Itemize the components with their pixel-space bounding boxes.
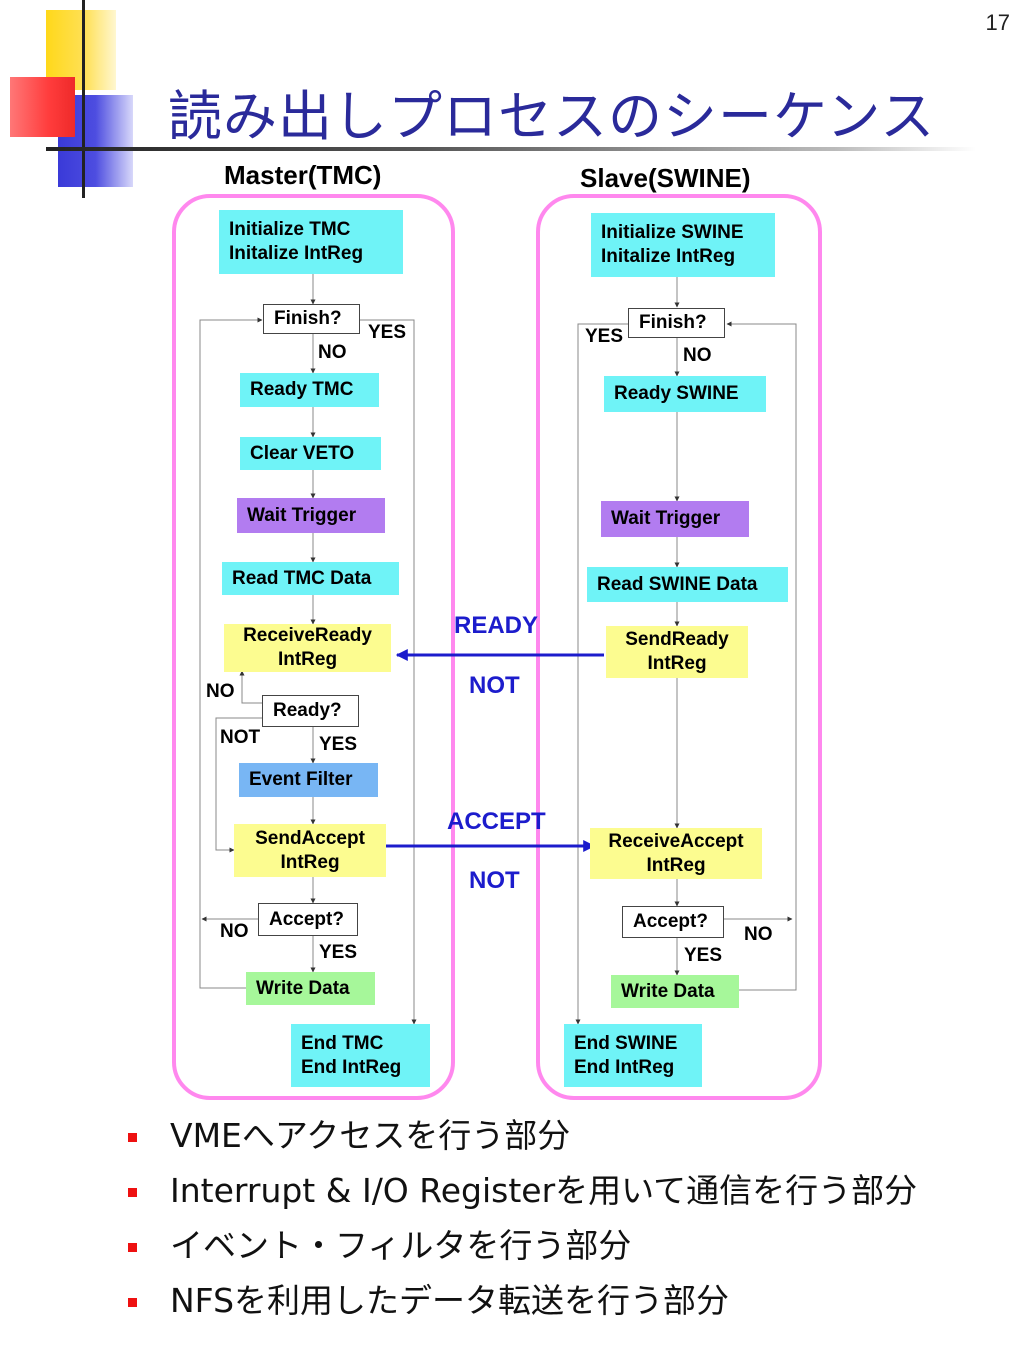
- slave-wait-trigger-box: Wait Trigger: [601, 501, 749, 537]
- ready-signal-label: READY: [454, 612, 539, 639]
- bullet-text: Interrupt & I/O Registerを用いて通信を行う部分: [170, 1171, 918, 1210]
- master-wait-trigger-box: Wait Trigger: [237, 498, 385, 533]
- master-ready-decision: Ready?: [262, 695, 359, 727]
- slave-finish-no-label: NO: [683, 345, 712, 366]
- slave-end-box: End SWINE End IntReg: [564, 1024, 702, 1087]
- bullet-text: NFSを利用したデータ転送を行う部分: [170, 1281, 730, 1320]
- accept-not-signal-label: NOT: [469, 867, 520, 894]
- page-number: 17: [985, 10, 1010, 35]
- master-read-data-box: Read TMC Data: [222, 562, 399, 595]
- master-ready-yes-label: YES: [319, 734, 358, 755]
- master-event-filter-box: Event Filter: [239, 763, 378, 797]
- slave-end-line-2: End IntReg: [574, 1056, 675, 1078]
- master-clear-veto-box: Clear VETO: [240, 437, 381, 470]
- slave-init-line-1: Initialize SWINE: [601, 222, 744, 243]
- slide-title: 読み出しプロセスのシーケンス: [168, 85, 936, 148]
- master-accept-decision: Accept?: [258, 903, 358, 936]
- master-accept-no-label: NO: [220, 921, 249, 942]
- slave-receive-accept-box: ReceiveAccept IntReg: [590, 828, 762, 879]
- slave-accept-decision: Accept?: [622, 906, 724, 938]
- master-receive-ready-box: ReceiveReady IntReg: [224, 624, 391, 672]
- slave-read-data-box: Read SWINE Data: [587, 567, 788, 602]
- slave-finish-decision: Finish?: [628, 308, 725, 338]
- bullet-marker: [128, 1133, 137, 1142]
- master-ready-not-label: NOT: [220, 727, 261, 748]
- master-ready-no-label: NO: [206, 681, 235, 702]
- decoration-red-square: [10, 77, 75, 137]
- slave-receive-accept-line-1: ReceiveAccept: [608, 830, 744, 852]
- master-ready-tmc-box: Ready TMC: [240, 373, 379, 407]
- slave-end-line-1: End SWINE: [574, 1032, 678, 1054]
- slave-column-header: Slave(SWINE): [580, 163, 751, 193]
- bullet-marker: [128, 1243, 137, 1252]
- bullet-item: イベント・フィルタを行う部分: [128, 1222, 917, 1277]
- master-init-line-2: Initalize IntReg: [229, 243, 364, 264]
- bullet-marker: [128, 1188, 137, 1197]
- master-receive-ready-line-2: IntReg: [277, 649, 338, 670]
- master-send-accept-box: SendAccept IntReg: [234, 824, 386, 877]
- bullet-marker: [128, 1298, 137, 1307]
- slave-frame: [536, 194, 822, 1100]
- slave-write-data-box: Write Data: [611, 975, 739, 1008]
- master-init-line-1: Initialize TMC: [229, 219, 351, 240]
- bullet-list: VMEへアクセスを行う部分 Interrupt & I/O Registerを用…: [128, 1112, 917, 1332]
- ready-not-signal-label: NOT: [469, 672, 520, 699]
- master-column-header: Master(TMC): [224, 160, 382, 190]
- master-finish-decision: Finish?: [263, 304, 360, 334]
- master-finish-no-label: NO: [318, 342, 347, 363]
- master-send-accept-line-1: SendAccept: [255, 827, 365, 849]
- master-end-box: End TMC End IntReg: [291, 1024, 430, 1087]
- accept-signal-label: ACCEPT: [447, 808, 546, 835]
- bullet-item: NFSを利用したデータ転送を行う部分: [128, 1277, 917, 1332]
- slave-send-ready-line-2: IntReg: [647, 653, 707, 674]
- slave-init-line-2: Initalize IntReg: [601, 246, 736, 267]
- master-finish-yes-label: YES: [368, 322, 407, 343]
- slave-init-box: Initialize SWINE Initalize IntReg: [591, 213, 775, 277]
- master-accept-yes-label: YES: [319, 942, 358, 963]
- bullet-text: イベント・フィルタを行う部分: [170, 1226, 632, 1265]
- slave-accept-no-label: NO: [744, 924, 773, 945]
- bullet-item: VMEへアクセスを行う部分: [128, 1112, 917, 1167]
- master-send-accept-line-2: IntReg: [280, 851, 340, 873]
- master-init-box: Initialize TMC Initalize IntReg: [219, 210, 403, 274]
- bullet-text: VMEへアクセスを行う部分: [170, 1116, 571, 1155]
- master-write-data-box: Write Data: [246, 972, 375, 1005]
- bullet-item: Interrupt & I/O Registerを用いて通信を行う部分: [128, 1167, 917, 1222]
- slave-ready-swine-box: Ready SWINE: [604, 376, 766, 412]
- title-underline: [46, 147, 976, 151]
- slave-accept-yes-label: YES: [684, 945, 723, 966]
- master-end-line-2: End IntReg: [301, 1056, 402, 1078]
- decoration-yellow-square: [46, 10, 116, 90]
- master-receive-ready-line-1: ReceiveReady: [243, 625, 372, 646]
- decoration-vertical-line: [82, 0, 85, 198]
- master-frame: [172, 194, 455, 1100]
- slave-receive-accept-line-2: IntReg: [646, 854, 706, 876]
- slave-send-ready-line-1: SendReady: [625, 629, 729, 650]
- master-end-line-1: End TMC: [301, 1032, 384, 1054]
- slave-finish-yes-label: YES: [585, 326, 624, 347]
- slave-send-ready-box: SendReady IntReg: [606, 626, 748, 678]
